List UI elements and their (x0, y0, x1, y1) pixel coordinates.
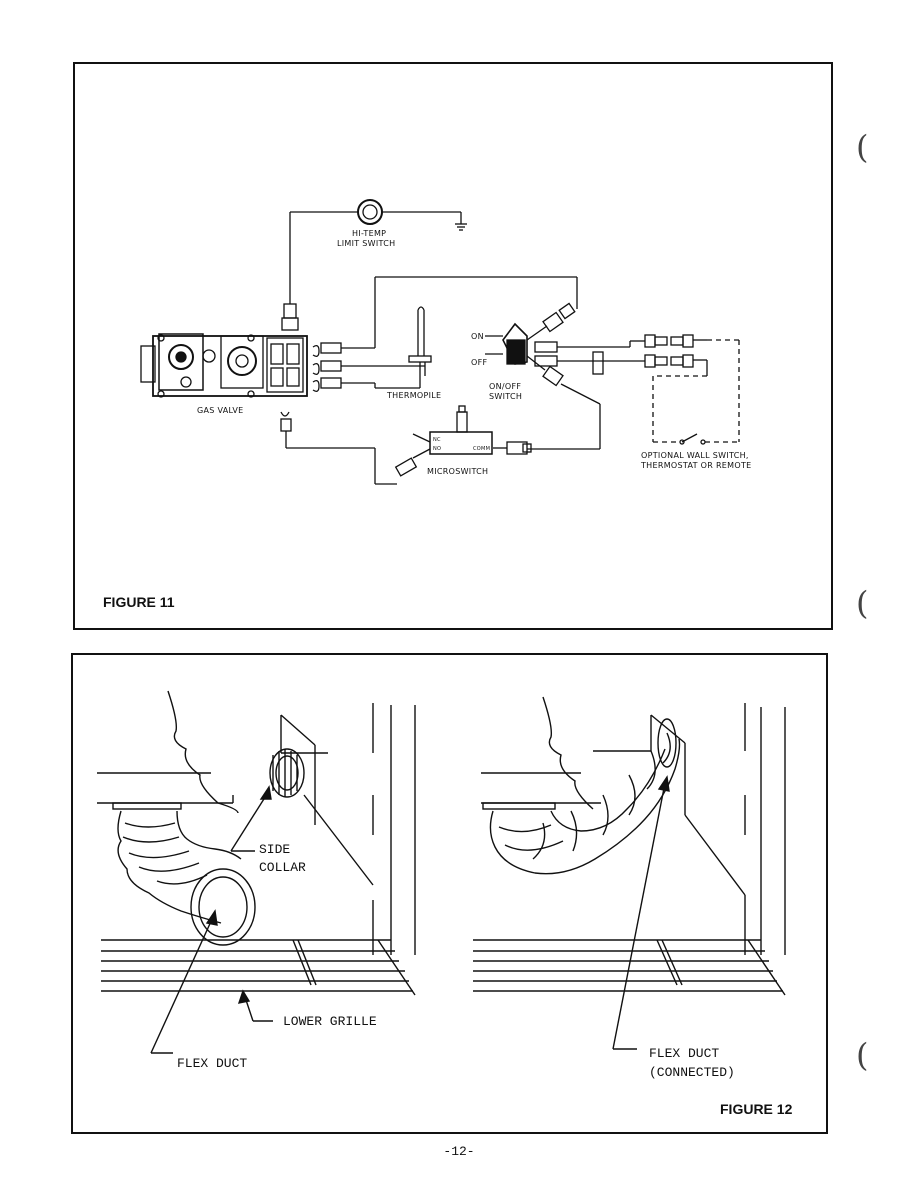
left-lower-grille (101, 939, 416, 996)
label-limit-switch: LIMIT SWITCH (337, 239, 395, 248)
margin-bracket-middle: ( (856, 584, 869, 622)
remote-connectors (644, 334, 708, 376)
left-wall-panel (280, 703, 416, 955)
left-flex-duct (112, 802, 256, 946)
figure-11-panel: HI-TEMP LIMIT SWITCH GAS VALVE THERMOPIL… (73, 62, 833, 630)
side-collar-illustration (269, 748, 374, 886)
label-nc: NC (433, 437, 441, 443)
label-lower-grille: LOWER GRILLE (283, 1014, 377, 1029)
label-comm: COMM (473, 446, 490, 452)
right-firebox-edge (481, 696, 601, 810)
left-firebox-edge (97, 690, 239, 814)
label-off: OFF (471, 358, 487, 367)
label-thermopile: THERMOPILE (386, 391, 441, 400)
margin-bracket-top: ( (856, 128, 869, 166)
on-off-switch (485, 322, 528, 365)
right-flex-duct-connected (482, 718, 681, 875)
right-lower-grille (473, 939, 786, 996)
label-gas-valve: GAS VALVE (197, 406, 244, 415)
label-optional-1: OPTIONAL WALL SWITCH, (641, 451, 749, 460)
margin-bracket-bottom: ( (856, 1036, 869, 1074)
label-optional-2: THERMOSTAT OR REMOTE (640, 461, 752, 470)
ground-symbol (455, 223, 467, 231)
limit-connector (283, 303, 297, 319)
microswitch (412, 405, 493, 455)
label-flex-duct-connected: FLEX DUCT (649, 1046, 719, 1061)
label-no: NO (433, 446, 441, 452)
wire-splice (592, 351, 604, 375)
label-onoff-1: ON/OFF (489, 382, 521, 391)
valve-terminals (312, 342, 342, 392)
thermopile (405, 306, 432, 388)
label-microswitch: MICROSWITCH (427, 467, 488, 476)
label-on: ON (471, 332, 484, 341)
label-collar: COLLAR (259, 860, 306, 875)
optional-switch-wiring (652, 339, 740, 443)
gas-valve (140, 333, 308, 398)
page-number: -12- (443, 1144, 475, 1159)
wiring-diagram: HI-TEMP LIMIT SWITCH GAS VALVE THERMOPIL… (140, 199, 752, 485)
right-leader-line (612, 775, 670, 1050)
hi-temp-limit-switch (290, 199, 462, 225)
optional-switch-contact (679, 433, 706, 445)
left-leader-lines (150, 785, 273, 1054)
flex-duct-illustration: SIDE COLLAR LOWER GRILLE FLEX DUCT FLEX … (97, 690, 786, 1080)
figure-12-panel: SIDE COLLAR LOWER GRILLE FLEX DUCT FLEX … (71, 653, 828, 1134)
label-onoff-2: SWITCH (489, 392, 522, 401)
label-connected: (CONNECTED) (649, 1065, 735, 1080)
label-flex-duct: FLEX DUCT (177, 1056, 247, 1071)
label-hi-temp: HI-TEMP (352, 229, 386, 238)
figure-12-caption: FIGURE 12 (720, 1101, 793, 1117)
right-wall-panel (593, 703, 786, 955)
label-side: SIDE (259, 842, 290, 857)
figure-11-caption: FIGURE 11 (103, 594, 175, 610)
switch-connectors (526, 302, 576, 387)
